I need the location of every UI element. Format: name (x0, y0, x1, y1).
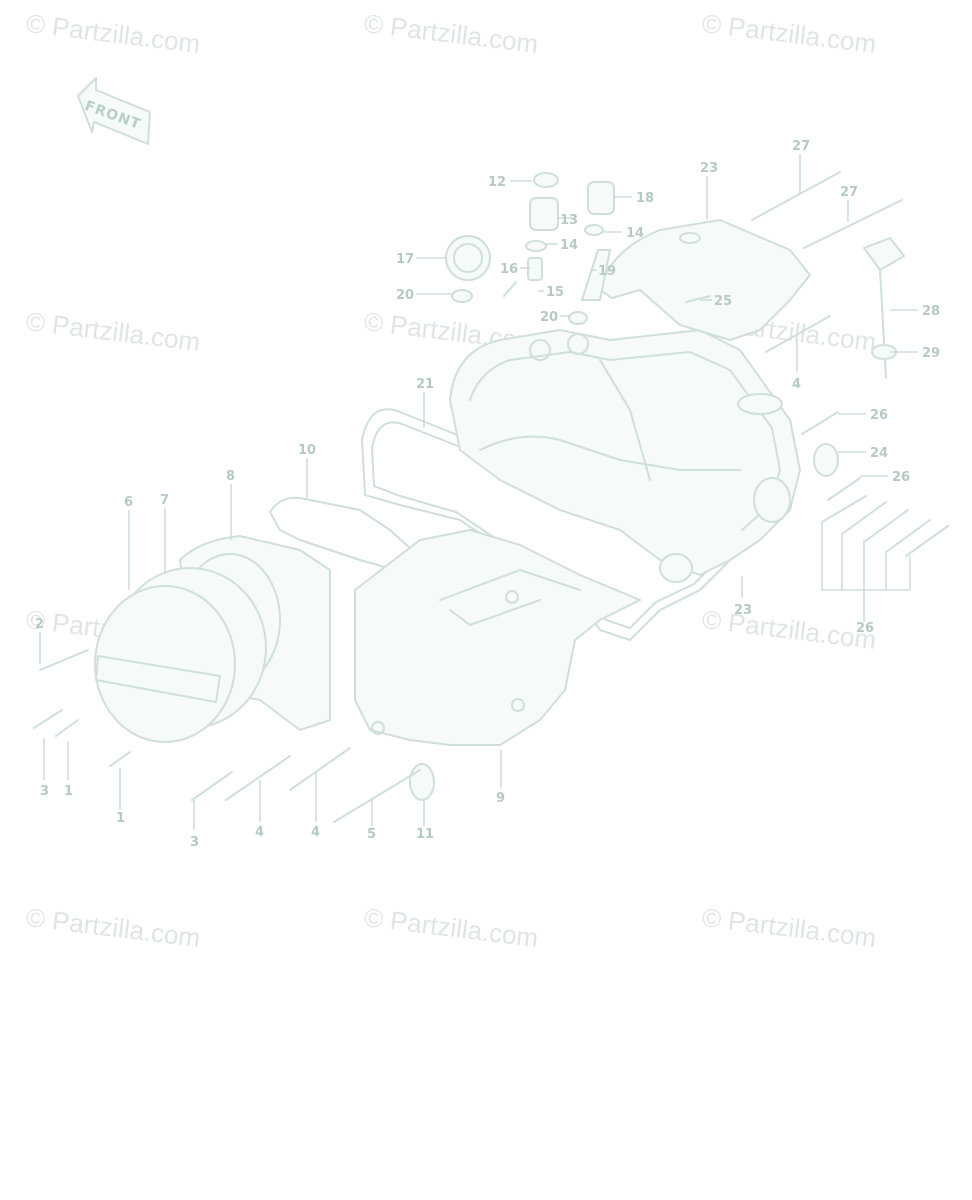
callout-label: 24 (870, 446, 888, 461)
callout-label: 20 (396, 288, 414, 303)
callout-label: 5 (367, 827, 376, 842)
callout-label: 9 (496, 791, 505, 806)
callout-label: 2 (35, 617, 44, 632)
outer-cover-9 (354, 529, 641, 746)
callout-label: 26 (856, 621, 874, 636)
callout-labels: 12 13 14 14 18 17 16 15 20 20 19 23 27 2… (35, 139, 940, 850)
callout-label: 10 (298, 443, 316, 458)
callout-label: 1 (116, 811, 125, 826)
callout-label: 3 (190, 835, 199, 850)
callout-label: 13 (560, 213, 578, 228)
callout-label: 11 (416, 827, 434, 842)
callout-label: 4 (311, 825, 320, 840)
gasket-10 (269, 496, 413, 571)
seal-11 (409, 763, 435, 801)
cover-6 (94, 585, 236, 743)
callout-label: 17 (396, 252, 414, 267)
callout-label: 23 (700, 161, 718, 176)
callout-label: 23 (734, 603, 752, 618)
callout-label: 7 (160, 493, 169, 508)
callout-label: 12 (488, 175, 506, 190)
dipstick-28 (863, 237, 905, 271)
seal-24 (813, 443, 839, 477)
callout-label: 18 (636, 191, 654, 206)
callout-label: 27 (792, 139, 810, 154)
callout-label: 4 (255, 825, 264, 840)
callout-label: 15 (546, 285, 564, 300)
callout-label: 28 (922, 304, 940, 319)
bolts (33, 171, 949, 823)
callout-label: 26 (870, 408, 888, 423)
callout-label: 14 (560, 238, 578, 253)
callout-label: 4 (792, 377, 801, 392)
callout-label: 20 (540, 310, 558, 325)
callout-label: 21 (416, 377, 434, 392)
callout-label: 3 (40, 784, 49, 799)
callout-label: 27 (840, 185, 858, 200)
leader-lines (39, 154, 918, 830)
cover-23 (599, 219, 811, 341)
callout-label: 26 (892, 470, 910, 485)
callout-label: 29 (922, 346, 940, 361)
callout-label: 14 (626, 226, 644, 241)
crankcase-cover (449, 329, 801, 576)
callout-label: 19 (598, 264, 616, 279)
callout-label: 1 (64, 784, 73, 799)
front-arrow-icon (77, 77, 151, 145)
callout-label: 6 (124, 495, 133, 510)
callout-label: 8 (226, 469, 235, 484)
gear-17 (445, 235, 491, 281)
callout-label: 25 (714, 294, 732, 309)
callout-label: 16 (500, 262, 518, 277)
